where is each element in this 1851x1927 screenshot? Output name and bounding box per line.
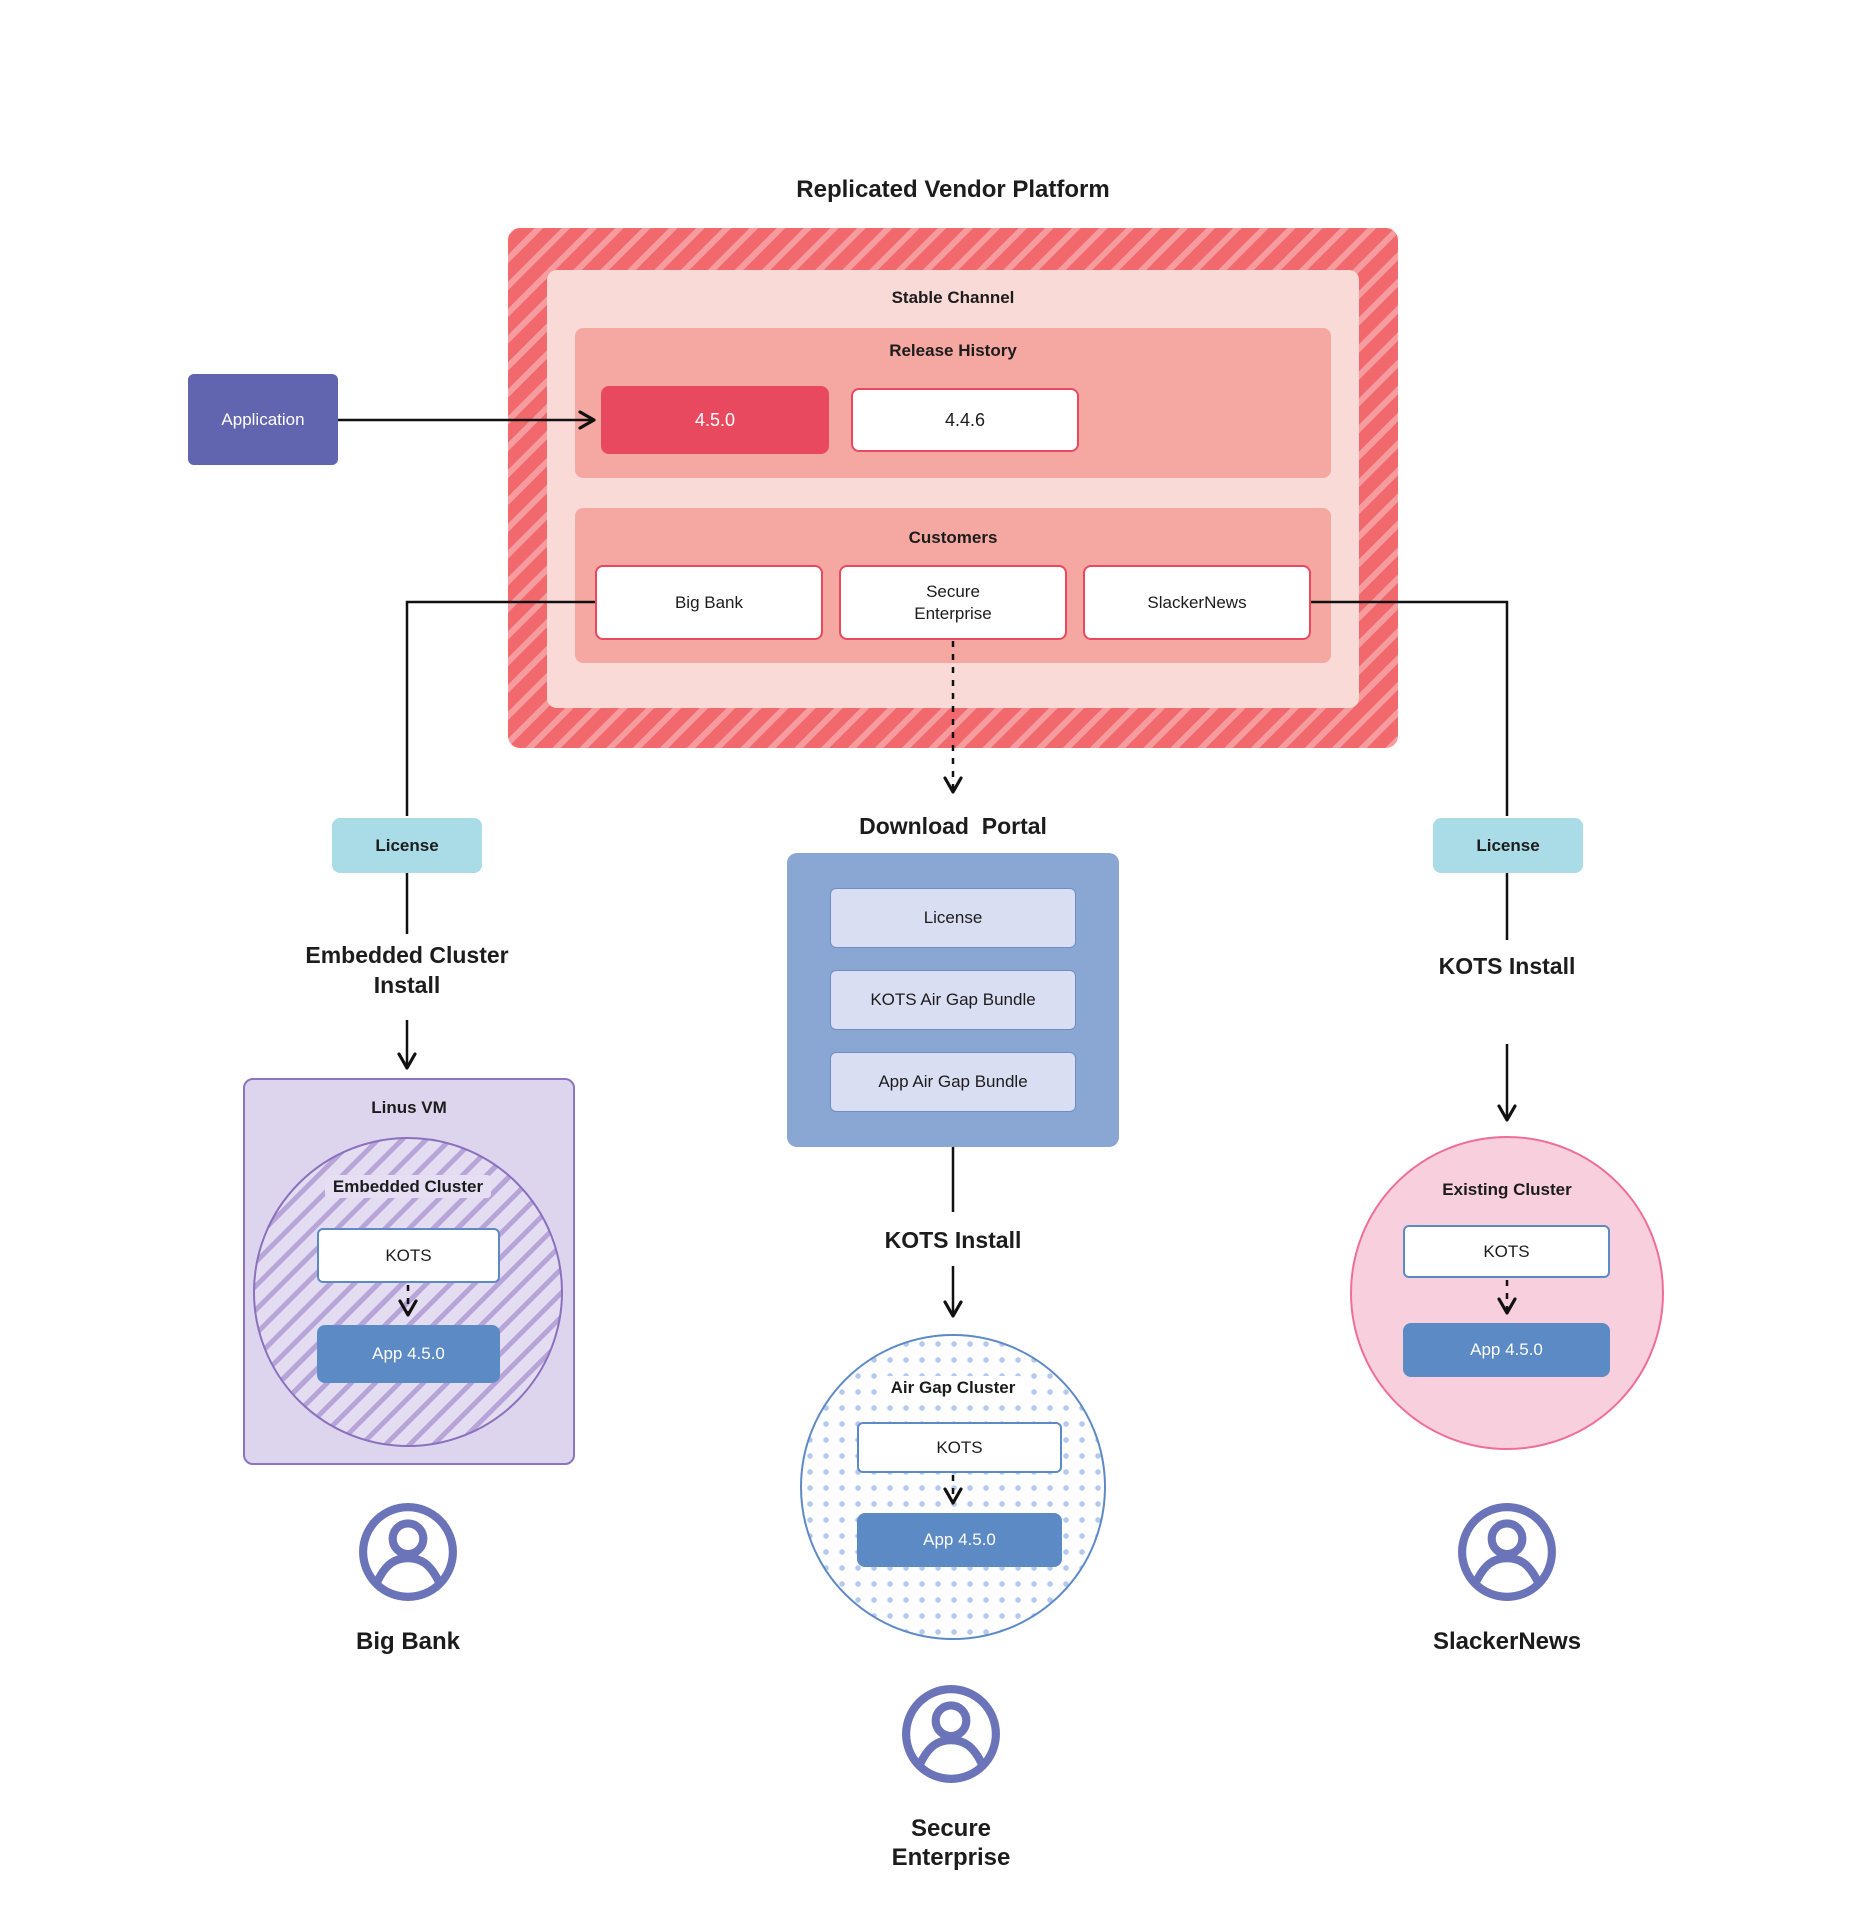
customer-secure-enterprise-label: Secure Enterprise	[914, 582, 992, 623]
kots-install-label-middle: KOTS Install	[884, 1227, 1022, 1253]
air-gap-cluster-label: Air Gap Cluster	[800, 1376, 1106, 1399]
user-label-secure-enterprise: Secure Enterprise	[891, 1815, 1011, 1871]
release-4-5-0: 4.5.0	[601, 386, 829, 454]
kots-install-label-right: KOTS Install	[1438, 953, 1576, 979]
kots-box-left: KOTS	[317, 1228, 500, 1283]
license-chip-right: License	[1433, 818, 1583, 873]
portal-item-kots-air-gap-bundle: KOTS Air Gap Bundle	[830, 970, 1076, 1030]
portal-item-license: License	[830, 888, 1076, 948]
kots-box-right: KOTS	[1403, 1225, 1610, 1278]
embedded-cluster-install-label: Embedded Cluster Install	[305, 942, 509, 998]
portal-item-app-air-gap-bundle: App Air Gap Bundle	[830, 1052, 1076, 1112]
application-box: Application	[188, 374, 338, 465]
license-chip-left: License	[332, 818, 482, 873]
linus-vm-label: Linus VM	[371, 1098, 447, 1117]
customer-big-bank: Big Bank	[595, 565, 823, 640]
user-icon	[359, 1503, 457, 1601]
customer-secure-enterprise: Secure Enterprise	[839, 565, 1067, 640]
existing-cluster-label: Existing Cluster	[1442, 1180, 1572, 1199]
stable-channel-label: Stable Channel	[891, 288, 1015, 307]
customers-label: Customers	[908, 528, 998, 547]
release-history-label: Release History	[889, 341, 1017, 360]
app-box-right: App 4.5.0	[1403, 1323, 1610, 1377]
embedded-cluster-label: Embedded Cluster	[253, 1175, 563, 1198]
app-box-middle: App 4.5.0	[857, 1513, 1062, 1567]
app-box-left: App 4.5.0	[317, 1325, 500, 1383]
download-portal-label: Download Portal	[859, 813, 1047, 839]
release-4-4-6: 4.4.6	[851, 388, 1079, 452]
customer-slackernews: SlackerNews	[1083, 565, 1311, 640]
user-icon	[1458, 1503, 1556, 1601]
diagram-title: Replicated Vendor Platform	[796, 176, 1110, 203]
existing-cluster-circle	[1350, 1136, 1664, 1450]
user-icon	[902, 1685, 1000, 1783]
user-label-big-bank: Big Bank	[355, 1628, 460, 1655]
user-label-slackernews: SlackerNews	[1432, 1628, 1582, 1655]
kots-box-middle: KOTS	[857, 1422, 1062, 1473]
